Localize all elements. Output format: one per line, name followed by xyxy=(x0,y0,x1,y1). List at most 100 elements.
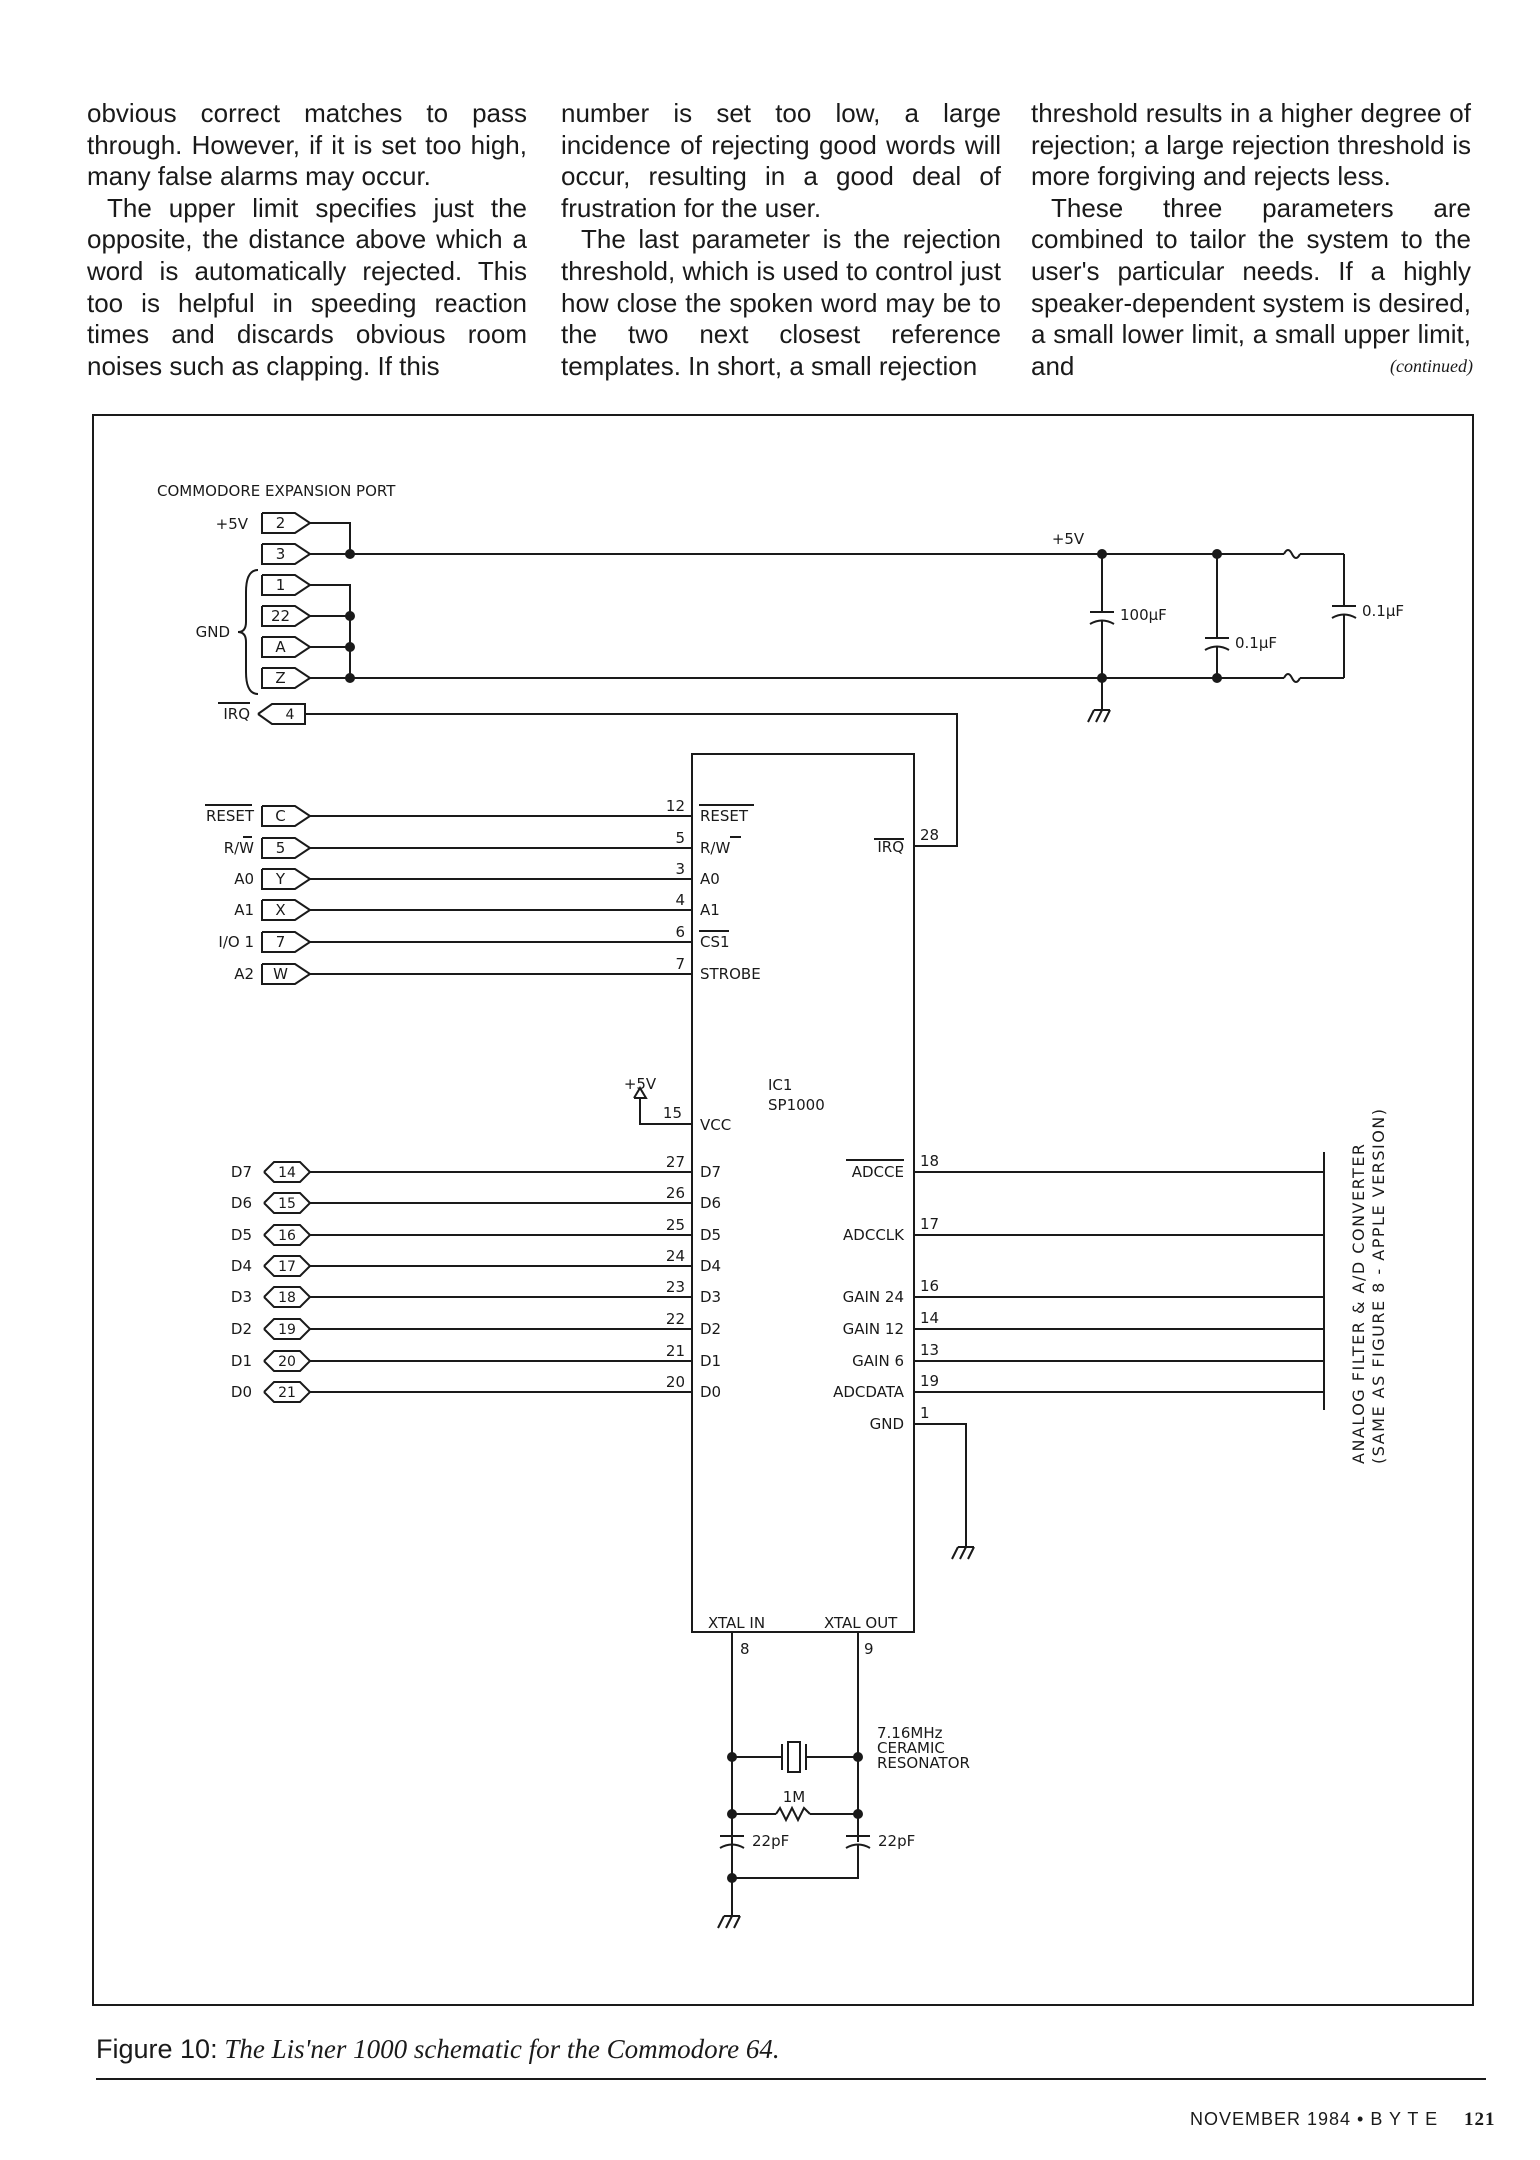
wire-irq xyxy=(305,713,958,847)
continued-note: (continued) xyxy=(1390,356,1473,376)
paragraph: These three parameters are combined to t… xyxy=(1031,192,1471,381)
ic-pin-label: RESET xyxy=(700,807,749,825)
ic-pin-number: 16 xyxy=(920,1277,939,1295)
port-pin-number: A xyxy=(275,638,286,656)
ic-pin-label: IRQ xyxy=(877,838,904,856)
ic-pin-number: 25 xyxy=(666,1216,685,1234)
port-pin-number: 4 xyxy=(286,707,295,723)
resistor-label: 1M xyxy=(783,1788,806,1806)
resonator-type: RESONATOR xyxy=(877,1754,970,1772)
port-pin xyxy=(261,963,312,985)
signal-label: A2 xyxy=(234,965,254,983)
resistor-icon xyxy=(775,1805,811,1823)
port-pin-1 xyxy=(261,574,312,596)
ic-pin-label: CS1 xyxy=(700,933,730,951)
signal-label: R/W xyxy=(224,839,254,857)
page-number: 121 xyxy=(1464,2109,1496,2130)
ic-pin-label: ADCDATA xyxy=(833,1383,905,1401)
cap-01a-label: 0.1µF xyxy=(1235,634,1277,652)
ic-pin-label: ADCCE xyxy=(852,1163,904,1181)
ic-pin-number: 8 xyxy=(740,1640,750,1658)
ic-pin-number: 4 xyxy=(675,891,685,909)
ic-pin-label: D5 xyxy=(700,1226,721,1244)
wire-break xyxy=(1283,673,1301,683)
port-pin-number: 18 xyxy=(278,1290,296,1306)
ic-pin-label: A1 xyxy=(700,901,720,919)
port-pin-number: 21 xyxy=(278,1385,296,1401)
capacitor-100uF xyxy=(1089,619,1115,625)
port-pin-number: 15 xyxy=(278,1196,296,1212)
ic-pin-number: 28 xyxy=(920,826,939,844)
ic-pin-label: STROBE xyxy=(700,965,761,983)
ic-pin-number: 17 xyxy=(920,1215,939,1233)
gnd-wire xyxy=(914,1423,967,1547)
port-pin-2 xyxy=(261,512,312,534)
port-pin xyxy=(261,931,312,953)
capacitor-22pF xyxy=(845,1843,871,1849)
port-pin-number: 22 xyxy=(271,607,290,625)
port-pin-number: 2 xyxy=(276,514,286,532)
gnd-brace xyxy=(237,569,259,695)
ic-pin-label: D1 xyxy=(700,1352,721,1370)
port-pin-22 xyxy=(261,605,312,627)
ic-pin-label: D7 xyxy=(700,1163,721,1181)
ic-pin-number: 14 xyxy=(920,1309,939,1327)
ic-pin-label: GAIN 24 xyxy=(843,1288,904,1306)
ic-pin-number: 3 xyxy=(675,860,685,878)
paragraph: The upper limit specifies just the oppos… xyxy=(87,192,527,381)
cap-01b-label: 0.1µF xyxy=(1362,602,1404,620)
ground-icon xyxy=(733,1915,741,1929)
wire-break xyxy=(1283,549,1301,559)
caption-label: Figure 10: xyxy=(96,2034,218,2064)
ic-pin-number: 9 xyxy=(864,1640,874,1658)
port-pin-number: C xyxy=(275,807,285,825)
analog-label: ANALOG FILTER & A/D CONVERTER xyxy=(1349,1142,1368,1464)
ic-pin-label: D2 xyxy=(700,1320,721,1338)
junction-dot xyxy=(345,642,355,652)
ground-icon xyxy=(959,1546,967,1560)
cap-22b-label: 22pF xyxy=(878,1832,915,1850)
ground-icon xyxy=(1087,709,1095,723)
ic-part: SP1000 xyxy=(768,1096,825,1114)
port-pin-A xyxy=(261,636,312,658)
ground-icon xyxy=(951,1546,959,1560)
ground-icon xyxy=(1103,709,1111,723)
capacitor-0.1uF xyxy=(1331,613,1357,619)
junction-dot xyxy=(345,611,355,621)
port-pin xyxy=(261,805,312,827)
ground-icon xyxy=(1095,709,1103,723)
ic-pin-number: 23 xyxy=(666,1278,685,1296)
text-column-1: obvious correct matches to pass through.… xyxy=(87,98,527,382)
wire-gnd xyxy=(310,584,351,678)
ic-pin-number: 24 xyxy=(666,1247,685,1265)
port-pin-number: W xyxy=(273,965,288,983)
port-pin-3 xyxy=(261,543,312,565)
port-pin-number: 3 xyxy=(276,545,286,563)
paragraph: threshold results in a higher degree of … xyxy=(1031,98,1471,192)
ic-pin-number: 27 xyxy=(666,1153,685,1171)
ic-pin-number: 19 xyxy=(920,1372,939,1390)
figure-caption: Figure 10: The Lis'ner 1000 schematic fo… xyxy=(96,2034,780,2065)
port-pin-number: Y xyxy=(275,870,286,888)
ic-pin-number: 22 xyxy=(666,1310,685,1328)
vcc-wire xyxy=(639,1098,692,1125)
signal-label: A0 xyxy=(234,870,254,888)
data-signal-label: D7 xyxy=(231,1163,252,1181)
data-signal-label: D0 xyxy=(231,1383,252,1401)
ic-pin-label: GND xyxy=(870,1415,904,1433)
port-pin-number: 16 xyxy=(278,1228,296,1244)
port-pin-number: 5 xyxy=(276,839,286,857)
ic-pin-label: GAIN 12 xyxy=(843,1320,904,1338)
data-signal-label: D4 xyxy=(231,1257,252,1275)
plus5v-rail-label: +5V xyxy=(1052,530,1085,548)
port-pin xyxy=(261,837,312,859)
data-signal-label: D5 xyxy=(231,1226,252,1244)
footer-rule xyxy=(96,2078,1486,2080)
port-pin-Z xyxy=(261,667,312,689)
cap-100-label: 100µF xyxy=(1120,606,1167,624)
data-signal-label: D2 xyxy=(231,1320,252,1338)
port-pin xyxy=(261,868,312,890)
port-pin-number: Z xyxy=(275,669,285,687)
gnd-label: GND xyxy=(196,623,230,641)
